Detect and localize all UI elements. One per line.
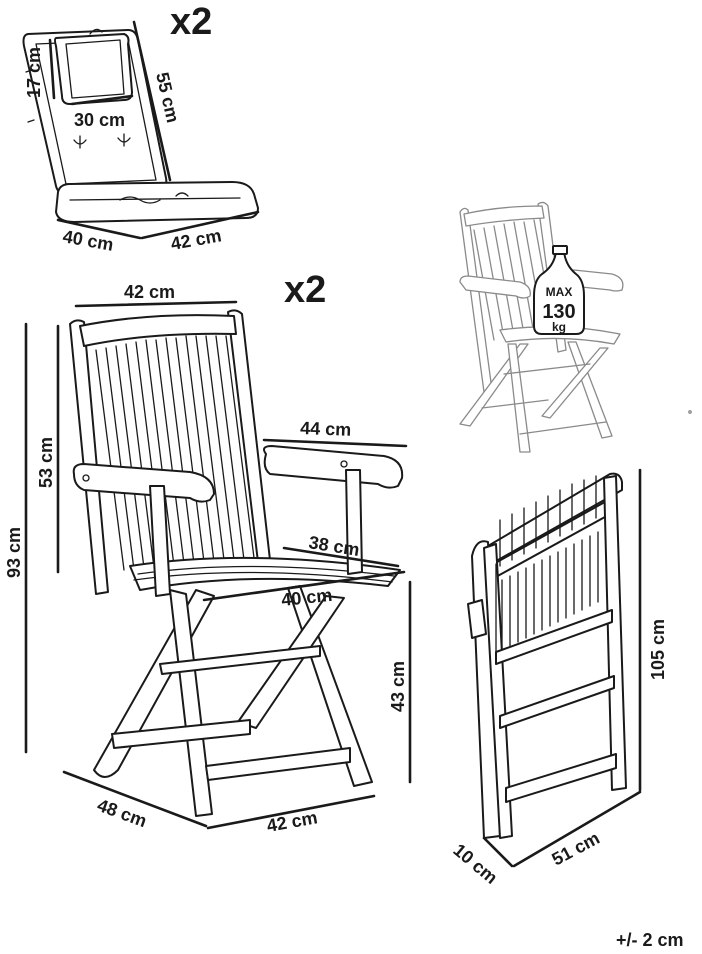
folded-dimensions: [482, 468, 642, 868]
cushion-quantity-label: x2: [170, 1, 212, 43]
base-width-label: 42 cm: [265, 807, 319, 836]
dim-line-cushion-seat-width: [140, 210, 260, 240]
badge-weight-value: 130: [542, 301, 575, 323]
pillow-height-label: 17 cm: [24, 47, 44, 98]
dim-line-pillow-height: [48, 38, 56, 100]
tolerance-note: +/- 2 cm: [616, 930, 684, 950]
dim-line-back-length: [132, 20, 172, 182]
total-height-label: 93 cm: [4, 527, 24, 578]
pillow-width-label: 30 cm: [74, 110, 125, 130]
badge-max-label: MAX: [546, 285, 573, 299]
dim-line-folded-length: [512, 790, 642, 868]
dim-line-base-width: [206, 794, 376, 830]
top-width-label: 42 cm: [124, 282, 175, 302]
dim-line-seat-width: [202, 570, 406, 602]
dim-line-folded-thickness: [482, 836, 514, 868]
dim-line-armrest-width: [262, 438, 408, 448]
chair-quantity-label: x2: [284, 269, 326, 311]
dim-line-pillow-width: [70, 94, 134, 106]
folded-chair-drawing: [467, 472, 627, 839]
dim-line-seat-depth: [282, 546, 400, 568]
seat-height-label: 43 cm: [388, 661, 408, 712]
dim-line-top-width: [74, 300, 238, 308]
cushion-drawing: [22, 28, 259, 223]
dim-line-base-depth: [62, 770, 208, 828]
chair-dimensions: [24, 300, 412, 830]
chair-drawing: [69, 309, 404, 817]
backrest-slats: [95, 335, 255, 571]
folded-height-label: 105 cm: [648, 619, 668, 680]
folded-slats: [499, 475, 599, 651]
cushion-dimensions: [48, 20, 260, 240]
backrest-height-label: 53 cm: [36, 437, 56, 488]
badge-unit-label: kg: [552, 320, 566, 334]
dim-line-cushion-seat-depth: [56, 218, 142, 240]
folded-length-label: 51 cm: [548, 828, 602, 870]
armrest-width-label: 44 cm: [300, 418, 352, 440]
load-capacity-badge: MAX 130 kg: [533, 245, 585, 335]
